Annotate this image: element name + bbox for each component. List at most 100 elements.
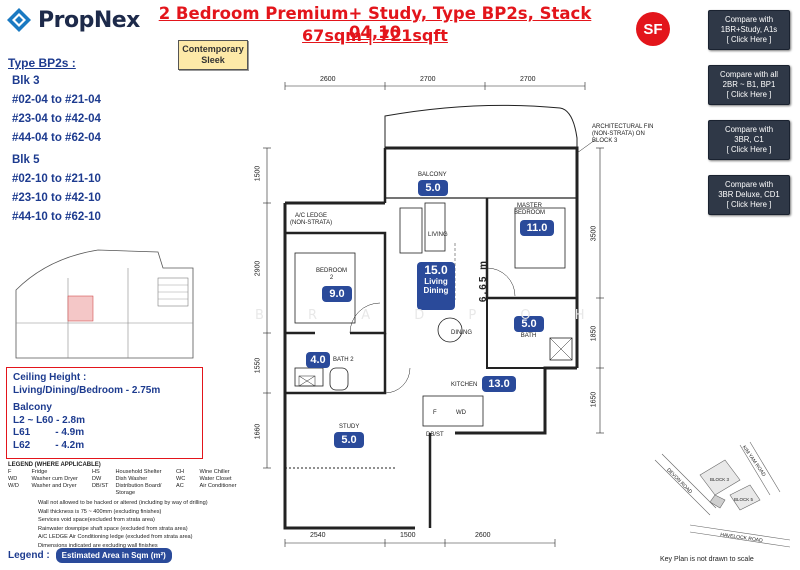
area-kitchen: 13.0	[482, 376, 516, 392]
room-bedroom2-label: BEDROOM 2	[316, 268, 348, 281]
area-study: 5.0	[334, 432, 364, 448]
unit-type-title: 2 Bedroom Premium+ Study, Type BP2s, Sta…	[158, 4, 592, 42]
ceiling-living: Living/Dining/Bedroom - 2.75m	[13, 384, 161, 396]
key-plan-labels: KIM YAM ROAD DEVON ROAD HAVELOCK ROAD BL…	[650, 440, 795, 552]
legend-note: Dimensions indicated are excluding wall …	[38, 542, 158, 549]
room-dining-label: DINING	[451, 330, 472, 336]
compare-link: [ Click Here ]	[726, 145, 772, 154]
fixture-wd: WD	[456, 410, 466, 416]
key-plan	[654, 441, 791, 548]
legend-abbr-cell: WD	[8, 476, 18, 482]
legend-abbr-cell: Water Closet	[199, 476, 232, 482]
legend-abbr-cell: WC	[176, 476, 186, 482]
compare-button-a1s[interactable]: Compare with 1BR+Study, A1s [ Click Here…	[708, 10, 790, 50]
compare-target: 3BR Deluxe, CD1	[718, 190, 780, 199]
keyplan-road-1: KIM YAM ROAD	[740, 444, 767, 478]
fin-note-line: ARCHITECTURAL FIN	[592, 124, 654, 130]
compare-target: 2BR ~ B1, BP1	[722, 80, 776, 89]
fixture-dbst: DB/ST	[426, 432, 444, 438]
fin-note: ARCHITECTURAL FIN (NON-STRATA) ON BLOCK …	[592, 124, 653, 145]
key-plan-note: Key Plan is not drawn to scale	[660, 556, 754, 563]
area-living-dining: 15.0 Living Dining	[417, 262, 455, 310]
compare-button-b1-bp1[interactable]: Compare with all 2BR ~ B1, BP1 [ Click H…	[708, 65, 790, 105]
area-dining-sub: Dining	[423, 286, 449, 295]
room-study-label: STUDY	[339, 424, 360, 430]
compare-button-c1[interactable]: Compare with 3BR, C1 [ Click Here ]	[708, 120, 790, 160]
legend-abbr-cell: Fridge	[31, 469, 48, 475]
legend-abbr-cell: DW	[92, 476, 102, 482]
dim-bottom-3: 2600	[475, 532, 491, 539]
watermark: B R A D P O H	[255, 308, 605, 323]
legend-title: LEGEND (WHERE APPLICABLE)	[8, 462, 101, 468]
dim-top-2: 2700	[420, 76, 436, 83]
style-tag: Contemporary Sleek	[178, 40, 248, 70]
ceiling-row: L61 - 4.9m	[13, 427, 85, 438]
area-master: 11.0	[520, 220, 554, 236]
blk-label: Blk 3	[12, 75, 40, 87]
blk-label: Blk 5	[12, 154, 40, 166]
dim-left-2: 2900	[254, 260, 262, 277]
sf-badge: SF	[636, 12, 670, 46]
dim-top-3: 2700	[520, 76, 536, 83]
keyplan-block-5: BLOCK 5	[734, 497, 754, 502]
room-balcony-label: BALCONY	[418, 172, 447, 178]
fin-note-line: (NON-STRATA) ON	[592, 131, 645, 137]
dim-right-2: 1850	[590, 325, 598, 342]
legend-note: A/C LEDGE Air Conditioning ledge (exclud…	[38, 534, 193, 540]
dim-right-1: 3500	[590, 225, 598, 242]
block-elevation-diagram	[15, 249, 194, 359]
type-title: Type BP2s :	[8, 56, 76, 70]
legend-abbr-cell: HS	[92, 469, 100, 475]
blk3-list: Blk 3 #02-04 to #21-04 #23-04 to #42-04 …	[12, 72, 101, 148]
legend-abbr-cell: Dish Washer	[115, 476, 148, 482]
legend-abbr-cell: Distribution Board/ Storage	[115, 483, 162, 496]
legend-label: Legend :	[8, 550, 50, 561]
compare-label: Compare with	[724, 15, 774, 24]
ceiling-row: L2 ~ L60 - 2.8m	[13, 414, 85, 426]
style-tag-line2: Sleek	[201, 55, 225, 65]
compare-link: [ Click Here ]	[726, 200, 772, 209]
style-tag-line1: Contemporary	[182, 44, 244, 54]
area-legend: Legend : Estimated Area in Sqm (m²)	[8, 548, 172, 563]
unit-size-title: 67sqm | 721sqft	[302, 26, 448, 45]
compare-label: Compare with all	[719, 70, 779, 79]
legend-note: Rainwater downpipe shaft space (excluded…	[38, 525, 188, 532]
compare-button-cd1[interactable]: Compare with 3BR Deluxe, CD1 [ Click Her…	[708, 175, 790, 215]
dim-left-3: 1550	[254, 357, 262, 374]
legend-abbr-cell: Household Shelter	[115, 469, 162, 475]
fin-note-line: BLOCK 3	[592, 138, 618, 144]
diag-dim: 6.65 m	[478, 258, 490, 303]
ceiling-row: L62 - 4.2m	[13, 439, 85, 451]
legend-abbr-cell: DB/ST	[92, 483, 109, 489]
compare-label: Compare with	[724, 125, 774, 134]
dim-top-1: 2600	[320, 76, 336, 83]
ceiling-title: Ceiling Height :	[13, 372, 87, 383]
unit-range: #02-04 to #21-04	[12, 94, 101, 106]
legend-notes: Wall not allowed to be hacked or altered…	[8, 500, 258, 550]
room-master-label: MASTER BEDROOM	[514, 203, 546, 216]
dim-left-4: 1660	[254, 423, 262, 440]
area-bedroom2: 9.0	[322, 286, 352, 302]
dim-left-1: 1500	[254, 165, 262, 182]
unit-range: #23-10 to #42-10	[12, 192, 101, 204]
legend-area-pill: Estimated Area in Sqm (m²)	[55, 548, 172, 563]
legend-abbr-cell: Washer cum Dryer	[31, 476, 78, 482]
legend-note: Wall thickness is 75 ~ 400mm (excluding …	[38, 508, 162, 515]
unit-range: #44-10 to #62-10	[12, 211, 101, 223]
propnex-diamond-icon	[7, 8, 31, 32]
dim-bottom-1: 2540	[310, 532, 326, 539]
dim-right-3: 1650	[590, 391, 598, 408]
keyplan-block-3: BLOCK 3	[710, 477, 730, 482]
brand-name: PropNex	[38, 7, 140, 33]
room-living-label: LIVING	[428, 232, 448, 238]
unit-range: #44-04 to #62-04	[12, 132, 101, 144]
area-bath2: 4.0	[306, 352, 330, 368]
compare-target: 3BR, C1	[734, 135, 764, 144]
legend-abbr-cell: Air Conditioner	[199, 483, 237, 489]
keyplan-road-2: DEVON ROAD	[665, 467, 694, 496]
blk5-list: Blk 5 #02-10 to #21-10 #23-10 to #42-10 …	[12, 151, 101, 227]
